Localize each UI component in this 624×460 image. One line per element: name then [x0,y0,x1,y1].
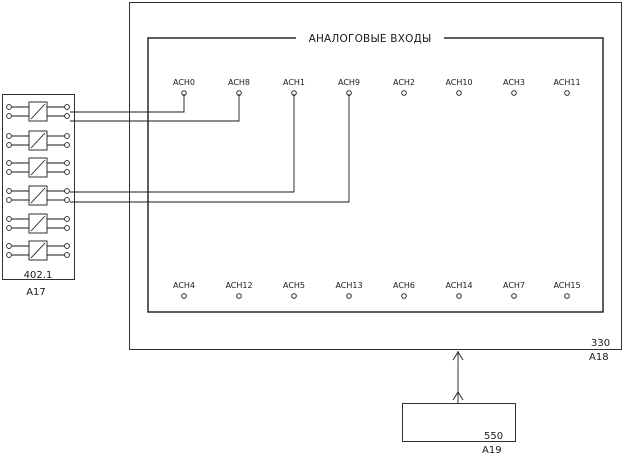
converter-diagonal [30,187,46,204]
channel-label-ach8: ACH8 [228,78,250,87]
wire-ach8 [70,94,240,122]
channel-terminal-ach5 [291,293,297,299]
module-channel-stack [6,101,70,261]
module-terminal [64,197,70,203]
channel-terminal-ach7 [511,293,517,299]
link-arrow-lower [452,391,464,401]
converter-diagonal [30,132,46,149]
module-terminal [64,133,70,139]
module-terminal [6,169,12,175]
controller-code: 330 [591,338,610,349]
module-terminal [64,160,70,166]
module-channel-3 [6,157,70,178]
module-terminal [6,133,12,139]
controller-outer-frame [129,2,622,350]
channel-label-ach13: ACH13 [335,281,362,290]
module-channel-2 [6,130,70,151]
wire-ach9 [70,94,350,203]
channel-label-ach0: ACH0 [173,78,195,87]
module-terminal [6,160,12,166]
module-terminal [64,113,70,119]
module-terminal [64,216,70,222]
signal-wires [70,94,350,203]
channel-terminal-ach14 [456,293,462,299]
device-code: 550 [484,431,503,442]
module-designator: A17 [26,287,46,298]
channel-label-ach11: ACH11 [553,78,580,87]
channel-label-ach14: ACH14 [445,281,472,290]
module-terminal [6,225,12,231]
wire-ach0 [70,94,185,113]
controller-designator: A18 [589,352,609,363]
channel-label-ach2: ACH2 [393,78,415,87]
module-terminal [64,104,70,110]
channel-terminal-ach15 [564,293,570,299]
top-channel-row: ACH0 ACH8 ACH1 ACH9 ACH2 ACH10 ACH3 ACH11 [173,78,581,96]
channel-label-ach15: ACH15 [553,281,580,290]
link-a19-a18 [452,351,464,403]
bottom-channel-row: ACH4 ACH12 ACH5 ACH13 ACH6 ACH14 ACH7 ACH15 [173,281,581,299]
module-terminal [6,113,12,119]
module-terminal [64,225,70,231]
channel-label-ach6: ACH6 [393,281,415,290]
module-terminal [6,252,12,258]
module-channel-4 [6,185,70,206]
wire-ach1 [70,94,295,193]
channel-label-ach9: ACH9 [338,78,360,87]
device-designator: A19 [482,445,502,456]
channel-terminal-ach11 [564,90,570,96]
link-arrow-upper [452,351,464,361]
channel-terminal-ach13 [346,293,352,299]
channel-label-ach10: ACH10 [445,78,472,87]
channel-label-ach7: ACH7 [503,281,525,290]
module-terminal [64,252,70,258]
panel-title-background [296,30,444,46]
channel-label-ach12: ACH12 [225,281,252,290]
module-channel-6 [6,240,70,261]
channel-terminal-ach2 [401,90,407,96]
channel-label-ach5: ACH5 [283,281,305,290]
device-frame [402,403,516,442]
module-frame [2,94,75,280]
module-terminal [6,142,12,148]
module-terminal [6,104,12,110]
channel-terminal-ach12 [236,293,242,299]
channel-label-ach3: ACH3 [503,78,525,87]
channel-terminal-ach10 [456,90,462,96]
module-terminal [64,243,70,249]
module-terminal [6,188,12,194]
module-terminal [64,142,70,148]
converter-diagonal [30,159,46,176]
module-terminal [64,169,70,175]
module-terminal [64,188,70,194]
module-terminal [6,197,12,203]
converter-diagonal [30,103,46,120]
converter-diagonal [30,242,46,259]
panel-title: АНАЛОГОВЫЕ ВХОДЫ [309,33,432,45]
channel-terminal-ach6 [401,293,407,299]
module-terminal [6,243,12,249]
converter-diagonal [30,215,46,232]
module-terminal [6,216,12,222]
channel-label-ach4: ACH4 [173,281,195,290]
module-channel-1 [6,101,70,122]
channel-terminal-ach4 [181,293,187,299]
module-channel-5 [6,213,70,234]
analog-inputs-panel-frame [147,37,604,313]
channel-label-ach1: ACH1 [283,78,305,87]
channel-terminal-ach3 [511,90,517,96]
module-code: 402.1 [24,270,53,281]
